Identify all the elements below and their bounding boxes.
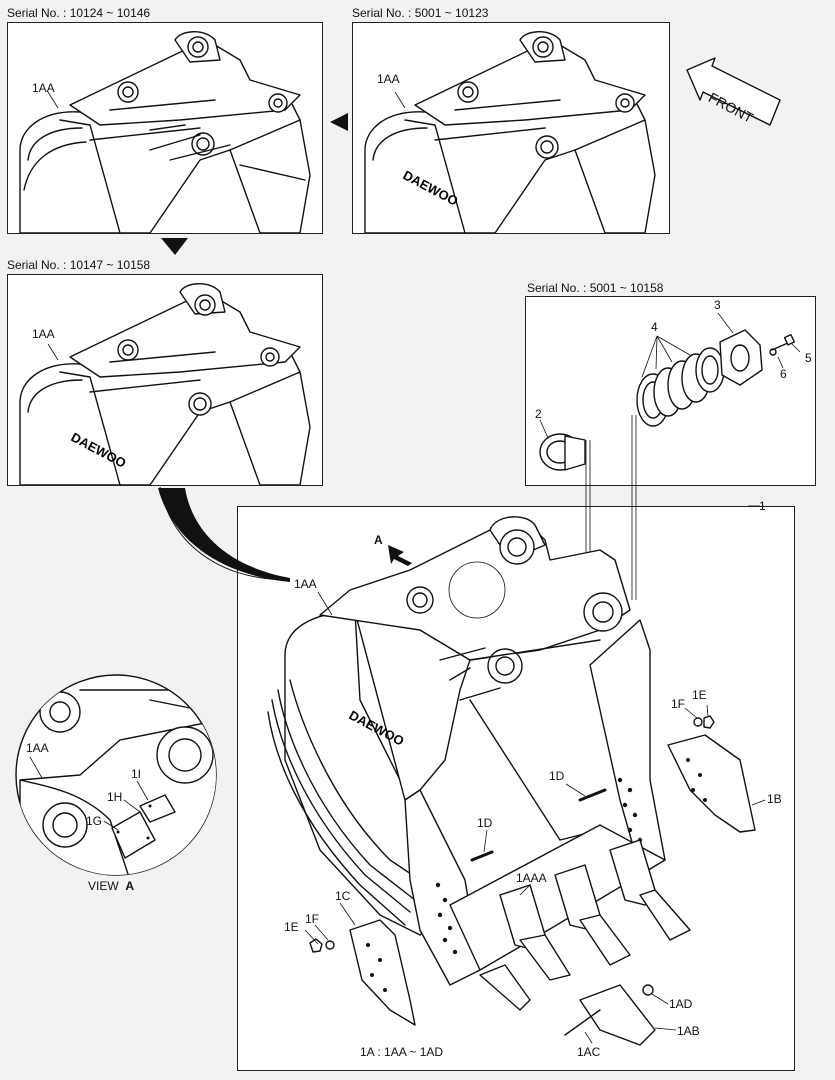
view-a-caption-word: VIEW: [88, 879, 119, 893]
callout-1ac: 1AC: [577, 1045, 601, 1059]
front-arrow-icon: [686, 57, 781, 126]
view-a-label-1g: 1G: [86, 814, 103, 828]
view-a-caption-letter: A: [125, 879, 135, 893]
callout-1b: 1B: [767, 792, 782, 806]
callout-1e-right: 1E: [692, 688, 707, 702]
callout-1e-left: 1E: [284, 920, 299, 934]
serial-label-detail: Serial No. : 5001 ~ 10158: [527, 281, 664, 295]
main-bucket-drawing: DAEWOO: [267, 505, 766, 1046]
pin-detail-drawing: [539, 312, 801, 600]
bucket-thumb-top-left: [19, 31, 311, 233]
serial-label-top-right: Serial No. : 5001 ~ 10123: [352, 6, 489, 20]
callout-detail-2: 2: [535, 407, 542, 421]
callout-1aaa: 1AAA: [516, 871, 547, 885]
callout-1d-lower: 1D: [477, 816, 493, 830]
connector-curve: [158, 488, 290, 582]
view-a-caption: VIEW A: [88, 880, 134, 892]
view-a-label-1aa: 1AA: [26, 741, 49, 755]
callout-1ad: 1AD: [669, 997, 693, 1011]
assembly-number: 1: [759, 499, 766, 513]
callout-view-a-marker: A: [374, 533, 383, 547]
callout-1aa-top-right: 1AA: [377, 72, 400, 86]
callout-1ab: 1AB: [677, 1024, 700, 1038]
serial-label-mid-left: Serial No. : 10147 ~ 10158: [7, 258, 151, 272]
callout-1d-upper: 1D: [549, 769, 565, 783]
callout-1aa-top-left: 1AA: [32, 81, 55, 95]
callout-detail-4: 4: [651, 320, 658, 334]
main-caption: 1A : 1AA ~ 1AD: [360, 1045, 444, 1059]
callout-1aa-mid-left: 1AA: [32, 327, 55, 341]
bucket-thumb-top-right: DAEWOO: [364, 31, 656, 233]
callout-1aa-main: 1AA: [294, 577, 317, 591]
callout-detail-6: 6: [780, 367, 787, 381]
view-a-arrow-icon: [388, 545, 412, 566]
callout-1c: 1C: [335, 889, 351, 903]
callout-1f-right: 1F: [671, 697, 686, 711]
view-a-label-1h: 1H: [107, 790, 123, 804]
view-a-label-1i: 1I: [131, 767, 142, 781]
view-a-detail: [15, 674, 217, 876]
callout-detail-3: 3: [714, 298, 721, 312]
callout-1f-left: 1F: [305, 912, 320, 926]
serial-label-top-left: Serial No. : 10124 ~ 10146: [7, 6, 151, 20]
callout-detail-5: 5: [805, 351, 812, 365]
arrow-left-icon: [330, 113, 348, 131]
bucket-thumb-mid-left: DAEWOO: [19, 283, 311, 485]
arrow-down-icon: [161, 238, 188, 255]
